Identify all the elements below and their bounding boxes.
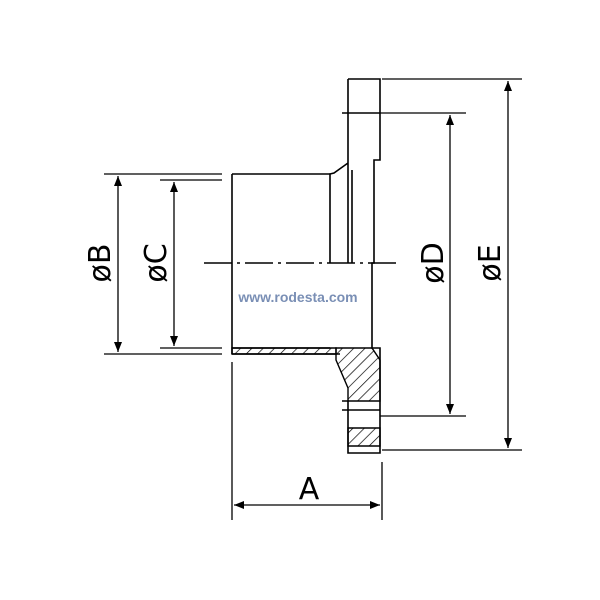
dim-label-e: øE [473,244,508,281]
hatch-pipe-wall [231,347,337,355]
hatch-flange-lower [347,427,381,447]
hatch-flange-section [335,347,381,402]
dim-label-c: øC [139,243,174,282]
dim-label-a: A [299,472,320,507]
extension-lines [104,78,522,520]
section-hatching [231,347,381,447]
watermark: www.rodesta.com [237,289,357,305]
dimension-lines [114,81,512,509]
dim-label-d: øD [416,242,451,283]
dim-label-b: øB [83,244,118,283]
flange-outline [329,78,381,454]
